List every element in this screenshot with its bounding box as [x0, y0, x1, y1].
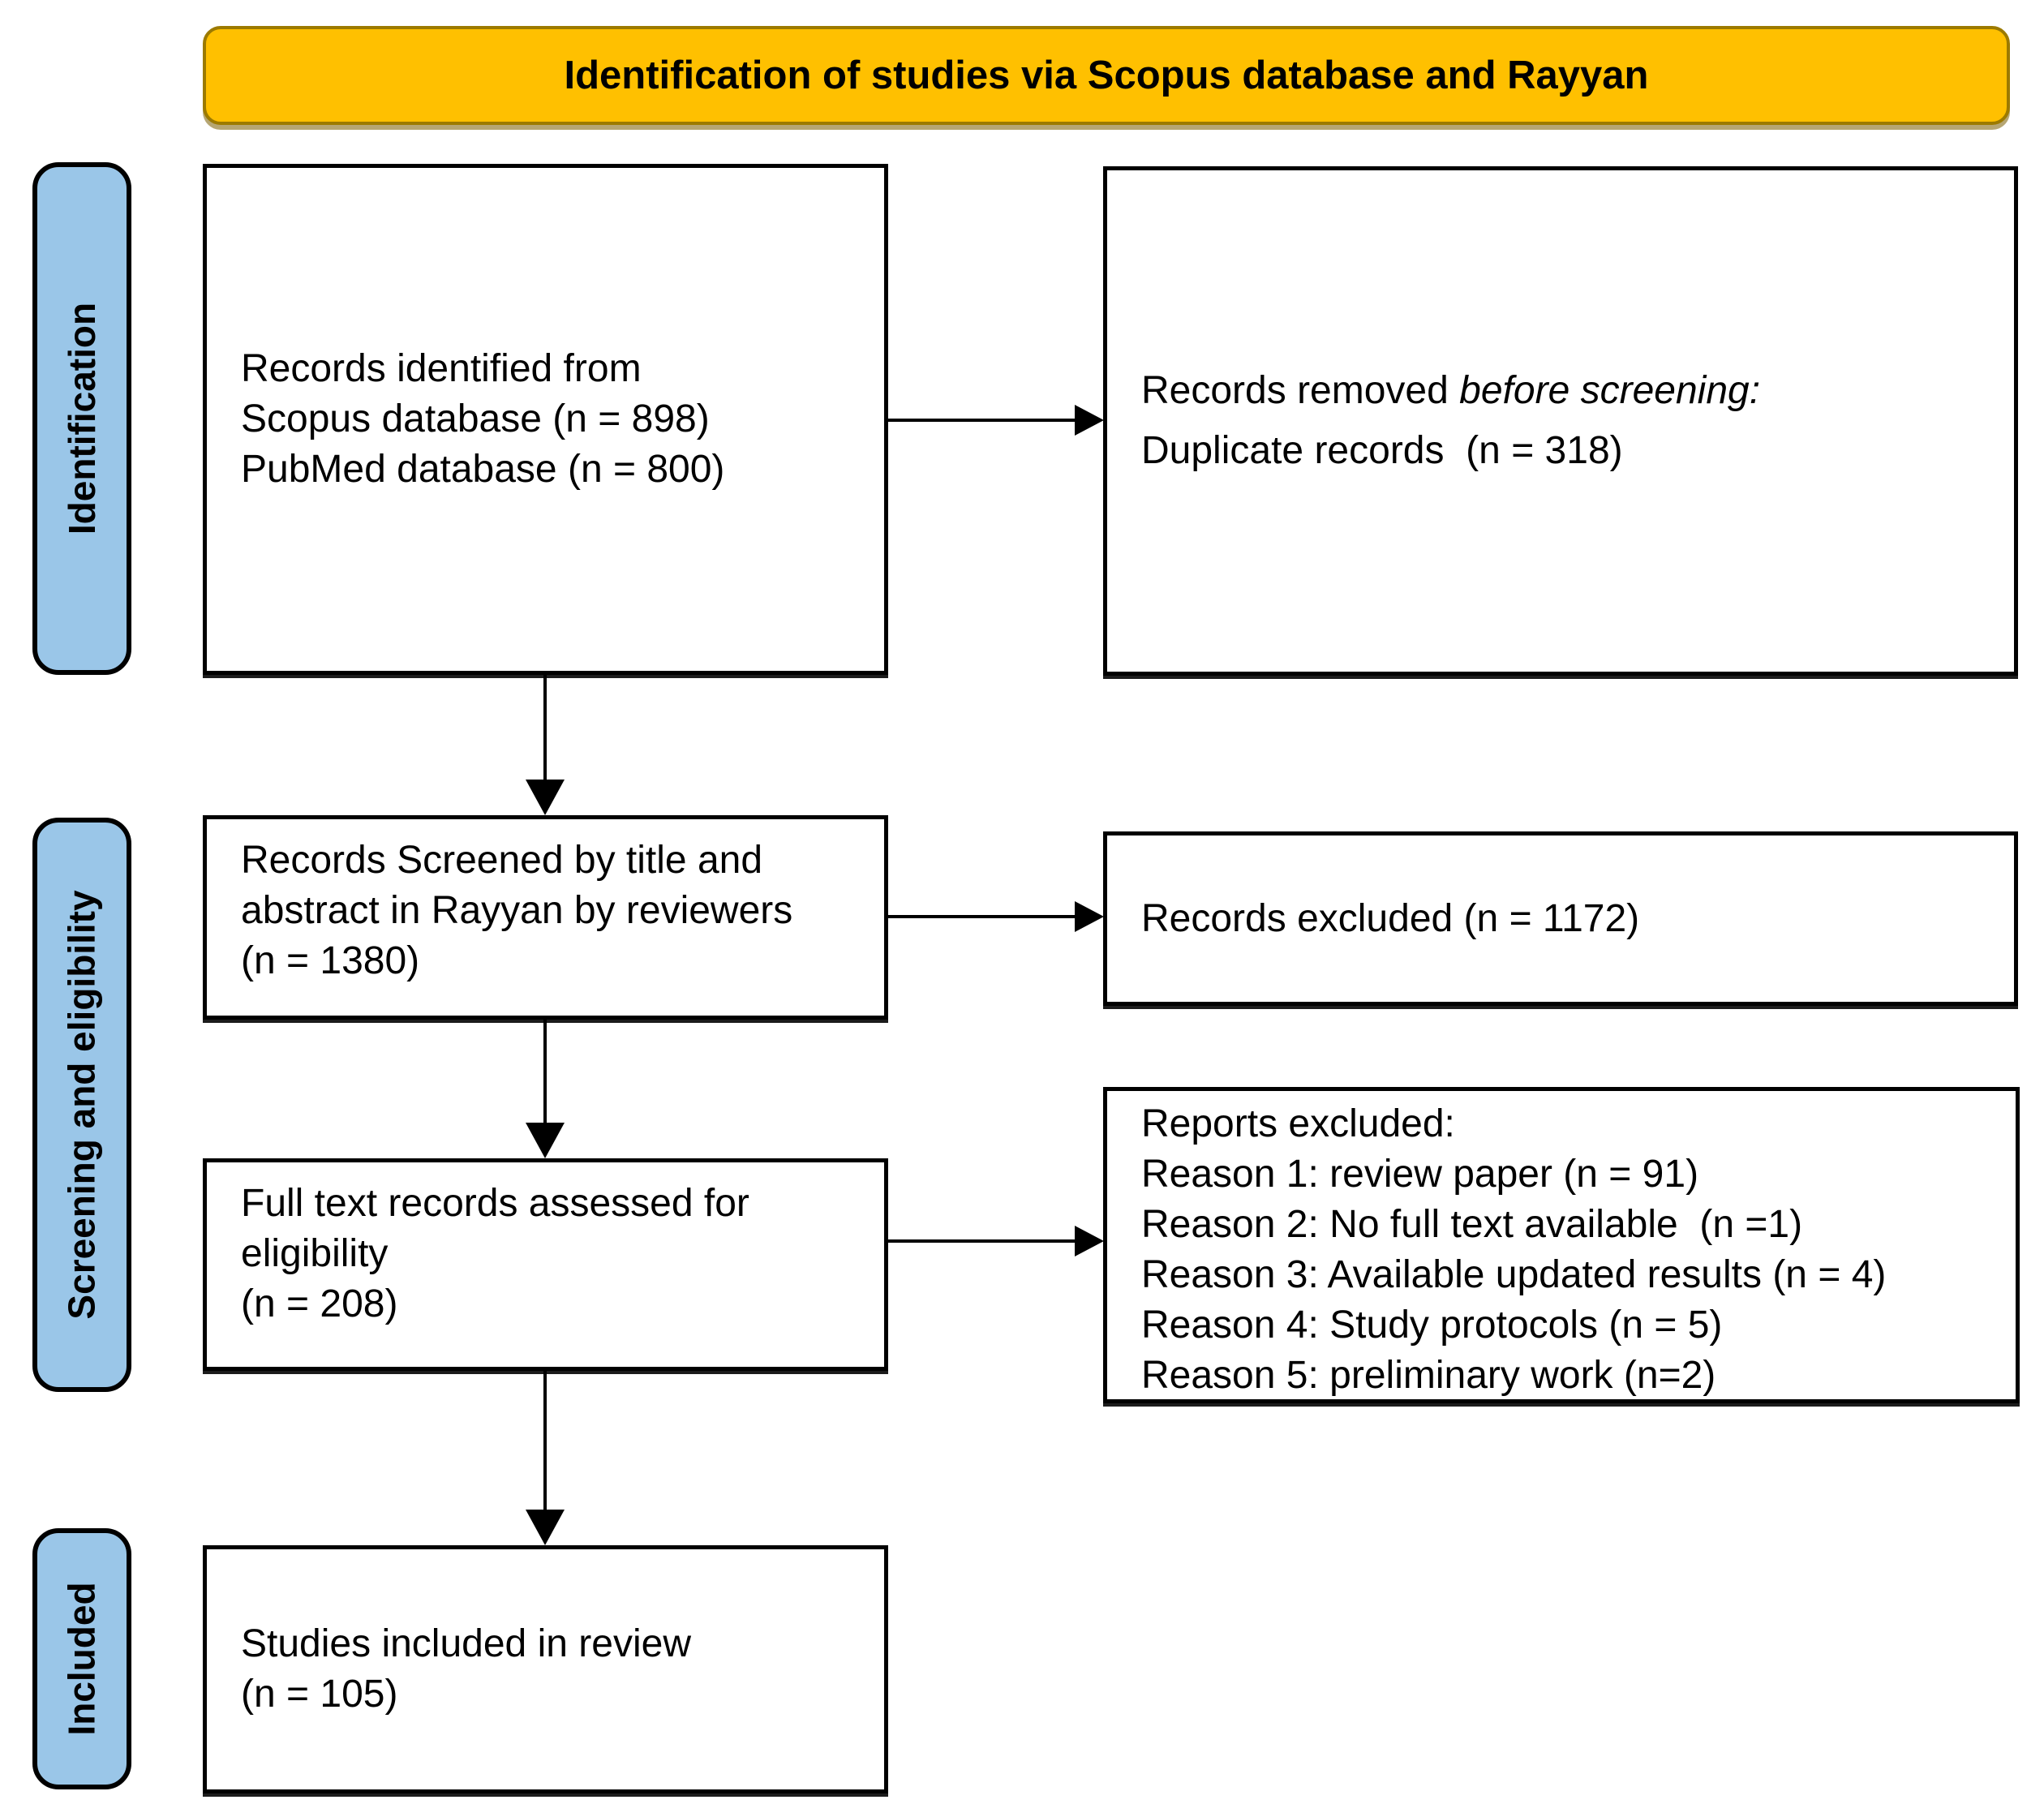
box-records-removed-line-1: Records removed before screening: [1141, 361, 1998, 421]
arrow-right-icon [1075, 1226, 1104, 1256]
stage-label-identification-text: Identification [61, 302, 104, 535]
arrow-down-icon [526, 780, 565, 815]
stage-label-screening-and-eligibility: Screening and eligibility [32, 818, 131, 1392]
box-records-identified-line-1: Records identified from [241, 347, 642, 390]
box-reports-excluded-line-3: Reason 2: No full text available (n =1) [1141, 1203, 1803, 1246]
box-full-text-assessed-line-1: Full text records assessed for [241, 1182, 749, 1225]
arrow-down-icon [526, 1123, 565, 1158]
stage-label-identification: Identification [32, 162, 131, 675]
box-reports-excluded-line-2: Reason 1: review paper (n = 91) [1141, 1153, 1699, 1196]
box-studies-included: Studies included in review (n = 105) [203, 1545, 888, 1793]
box-studies-included-line-1: Studies included in review [241, 1622, 691, 1665]
arrow-screened-to-excluded-line [888, 915, 1076, 918]
box-records-excluded: Records excluded (n = 1172) [1103, 831, 2018, 1006]
arrow-right-icon [1075, 901, 1104, 932]
box-full-text-assessed-line-3: (n = 208) [241, 1282, 398, 1325]
arrow-identified-to-removed-line [888, 419, 1076, 422]
box-records-removed: Records removed before screening: Duplic… [1103, 166, 2018, 676]
arrow-right-icon [1075, 405, 1104, 436]
arrow-screened-to-fulltext-line [543, 1020, 547, 1125]
arrow-fulltext-to-included-line [543, 1371, 547, 1512]
box-studies-included-line-2: (n = 105) [241, 1673, 398, 1716]
box-records-screened-line-3: (n = 1380) [241, 939, 420, 982]
diagram-title: Identification of studies via Scopus dat… [564, 54, 1649, 97]
stage-label-screening-and-eligibility-text: Screening and eligibility [61, 890, 103, 1320]
box-records-identified-line-2: Scopus database (n = 898) [241, 397, 710, 440]
arrow-identified-to-screened-line [543, 675, 547, 782]
stage-label-included: Included [32, 1528, 131, 1789]
box-records-removed-line-1-normal: Records removed [1141, 369, 1460, 412]
box-reports-excluded-line-1: Reports excluded: [1141, 1102, 1455, 1145]
box-records-screened: Records Screened by title and abstract i… [203, 815, 888, 1020]
box-records-removed-line-2: Duplicate records (n = 318) [1141, 429, 1623, 472]
box-reports-excluded-line-4: Reason 3: Available updated results (n =… [1141, 1253, 1887, 1296]
box-reports-excluded-line-6: Reason 5: preliminary work (n=2) [1141, 1354, 1716, 1397]
box-full-text-assessed-line-2: eligibility [241, 1232, 389, 1275]
box-records-excluded-line-1: Records excluded (n = 1172) [1141, 896, 1640, 940]
box-records-removed-line-1-italic: before screening: [1459, 369, 1761, 412]
stage-label-included-text: Included [61, 1582, 103, 1736]
box-reports-excluded: Reports excluded: Reason 1: review paper… [1103, 1087, 2020, 1403]
box-full-text-assessed: Full text records assessed for eligibili… [203, 1158, 888, 1371]
arrow-fulltext-to-reports-excluded-line [888, 1239, 1076, 1243]
title-banner: Identification of studies via Scopus dat… [203, 26, 2010, 125]
box-records-screened-line-2: abstract in Rayyan by reviewers [241, 889, 793, 932]
arrow-down-icon [526, 1510, 565, 1545]
box-records-screened-line-1: Records Screened by title and [241, 839, 763, 882]
box-records-identified-line-3: PubMed database (n = 800) [241, 448, 725, 491]
box-reports-excluded-line-5: Reason 4: Study protocols (n = 5) [1141, 1304, 1723, 1347]
box-records-identified: Records identified from Scopus database … [203, 164, 888, 675]
